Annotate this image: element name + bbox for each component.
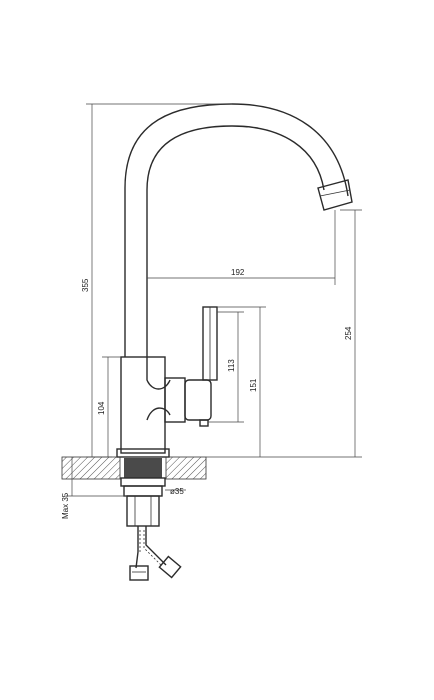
- fixing-nut: [124, 458, 162, 478]
- base-ring: [116, 448, 170, 458]
- dimension-labels: 355 192 254 151 113 104 Max 35 ø35: [61, 268, 353, 519]
- junction: [146, 357, 171, 390]
- spout-outer: [124, 103, 349, 357]
- label-total-height: 355: [81, 278, 90, 292]
- label-handle-length: 113: [227, 359, 236, 372]
- spout-inner: [146, 125, 325, 357]
- hose-right: [145, 526, 167, 566]
- handle-cap: [184, 379, 212, 421]
- label-handle-top: 151: [249, 378, 258, 392]
- dimension-lines: [66, 103, 362, 497]
- countertop-section: [61, 456, 207, 497]
- label-hole-diameter: ø35: [170, 487, 184, 496]
- supply-hoses: [126, 495, 182, 581]
- countertop-left: [61, 456, 121, 480]
- label-body-height: 104: [97, 401, 106, 415]
- threaded-stud: [126, 495, 160, 527]
- faucet-body: [120, 356, 166, 454]
- spout-tip: [317, 179, 353, 211]
- label-spout-height: 254: [344, 326, 353, 340]
- countertop-right: [165, 456, 207, 480]
- faucet-outline: [116, 103, 353, 458]
- label-reach: 192: [231, 268, 245, 277]
- label-max-counter: Max 35: [61, 492, 70, 519]
- hose-connector-left: [129, 565, 149, 581]
- hose-left: [135, 526, 139, 569]
- hose-connector-right: [158, 555, 182, 579]
